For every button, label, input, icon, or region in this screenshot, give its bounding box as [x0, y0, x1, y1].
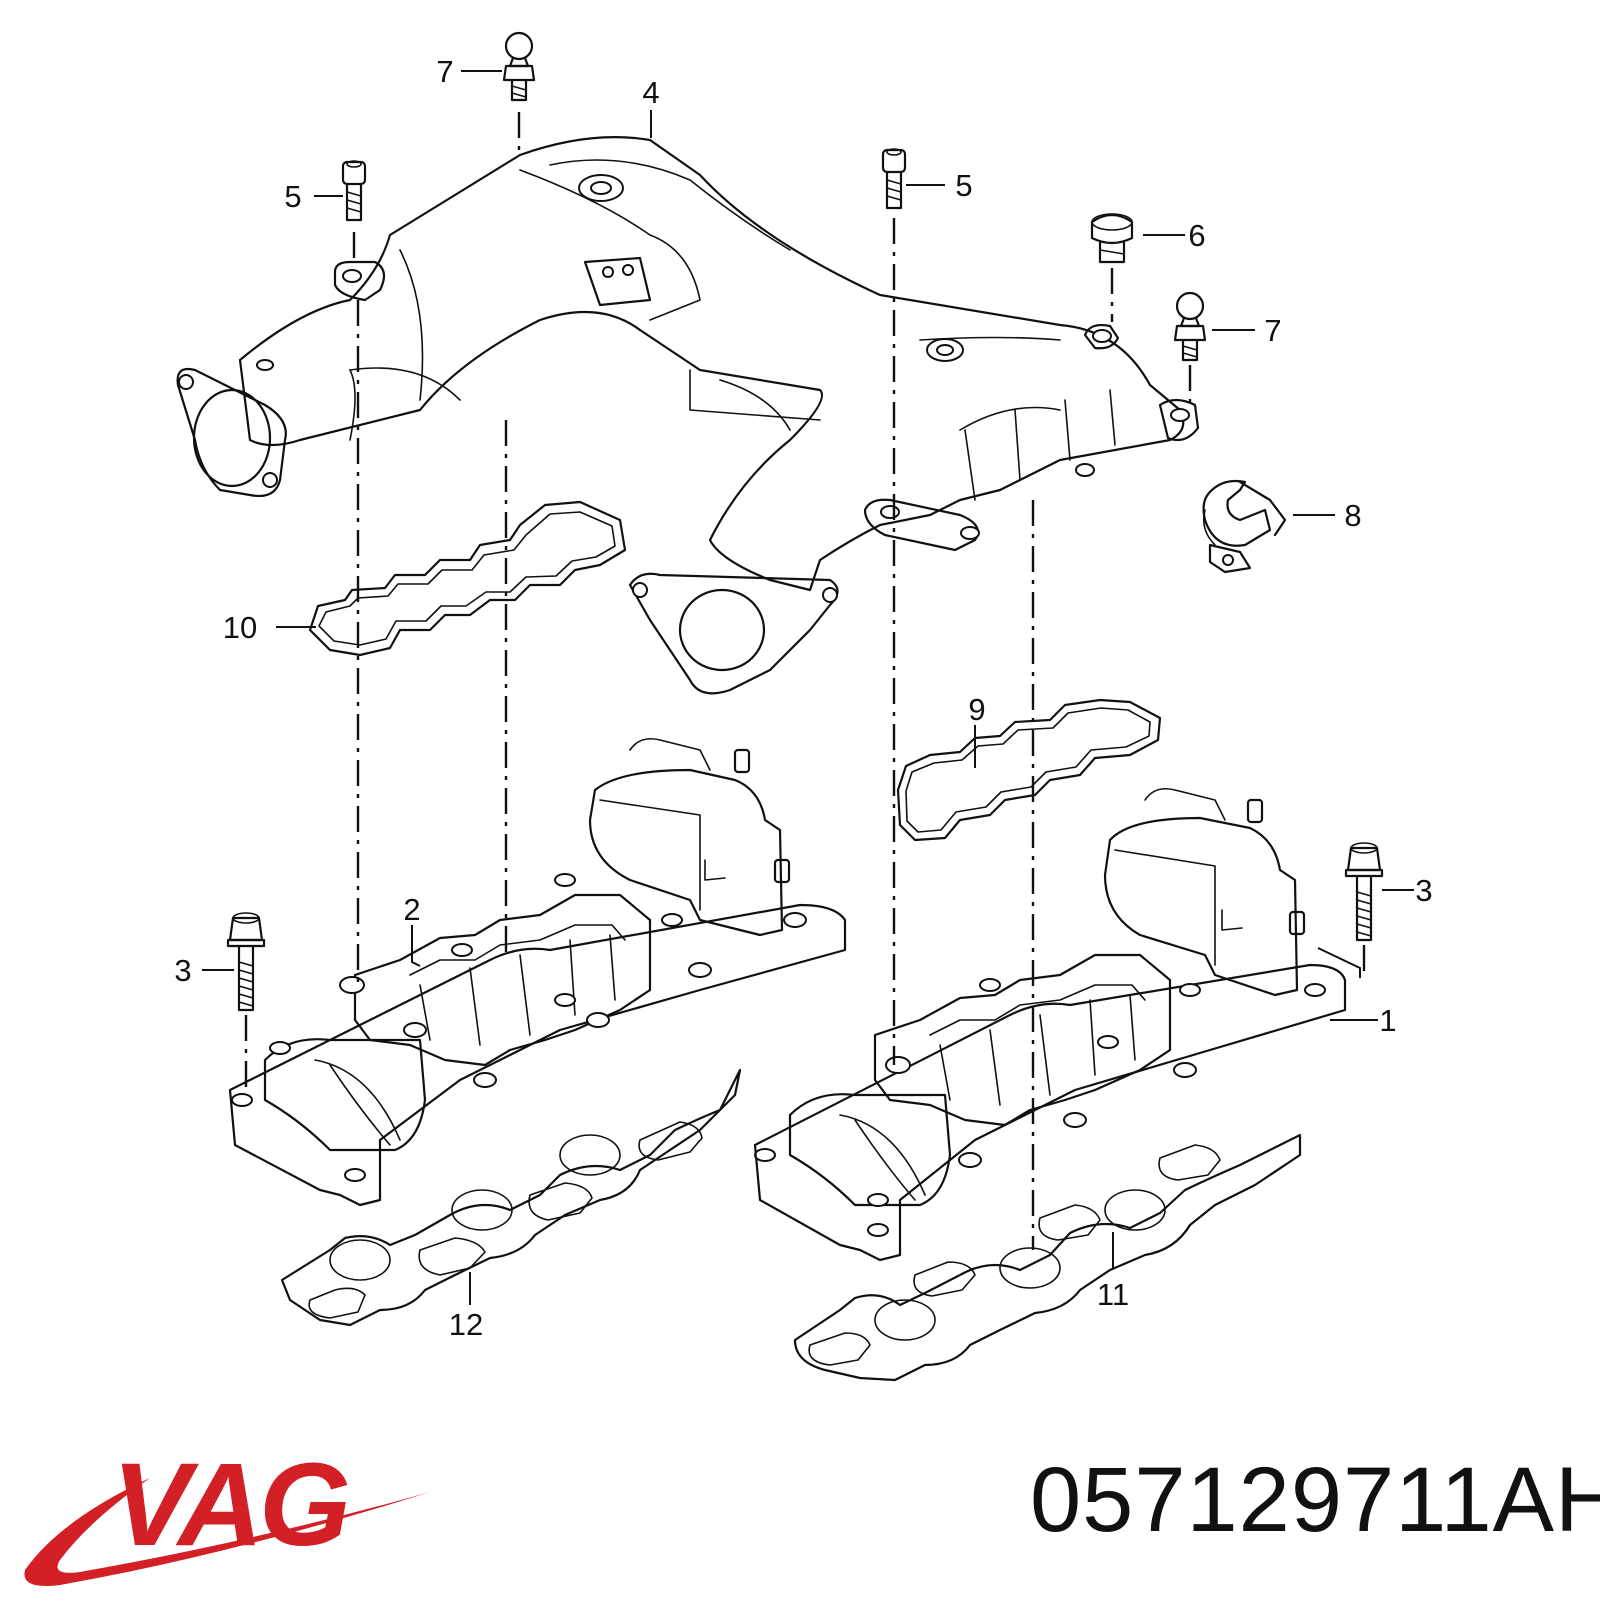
callout-9: 9 — [968, 692, 985, 727]
lower-manifold-right — [753, 787, 1347, 1262]
part-number: 057129711AH — [1030, 1449, 1600, 1551]
clip-8 — [1202, 479, 1287, 574]
callout-7-top: 7 — [436, 54, 453, 89]
callout-12: 12 — [449, 1307, 483, 1342]
upper-intake-manifold — [176, 136, 1200, 695]
gasket-10 — [308, 500, 627, 657]
bolt-5-left — [341, 160, 367, 222]
gasket-11 — [793, 1133, 1302, 1382]
callout-10: 10 — [223, 610, 257, 645]
callout-8: 8 — [1344, 498, 1361, 533]
callout-2: 2 — [403, 892, 420, 927]
callout-1: 1 — [1379, 1003, 1396, 1038]
callout-3-left: 3 — [174, 953, 191, 988]
bolt-5-right — [881, 148, 907, 210]
ball-stud-7-right — [1173, 291, 1207, 362]
callout-5-left: 5 — [284, 179, 301, 214]
bolt-3-right — [1344, 842, 1384, 942]
callout-numbers: 1 2 3 3 4 5 5 6 7 7 8 9 10 11 12 — [174, 54, 1432, 1342]
bolt-3-left — [226, 912, 266, 1012]
logo-swoosh — [24, 1478, 430, 1586]
leader-lines — [202, 70, 1414, 1305]
gasket-9 — [896, 698, 1162, 842]
callout-6: 6 — [1188, 218, 1205, 253]
callout-4: 4 — [642, 75, 659, 110]
alignment-lines — [244, 112, 1366, 1250]
plug-6 — [1090, 213, 1134, 264]
lower-manifold-left — [228, 737, 847, 1207]
callout-7-right: 7 — [1264, 313, 1281, 348]
callout-3-right: 3 — [1415, 873, 1432, 908]
callout-11: 11 — [1097, 1277, 1129, 1312]
logo-wordmark: VAG — [112, 1439, 348, 1571]
ball-stud-7-top — [502, 31, 536, 102]
vag-logo: VAG — [24, 1439, 430, 1586]
gasket-12 — [280, 1068, 742, 1327]
callout-5-right: 5 — [955, 168, 972, 203]
